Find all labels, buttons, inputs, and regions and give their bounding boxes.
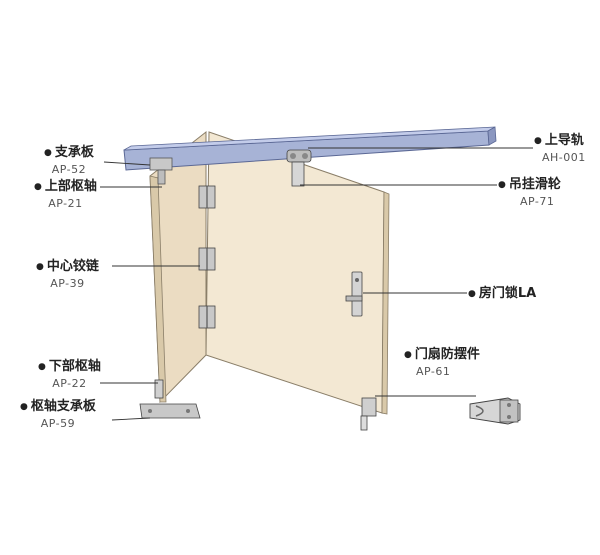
door-lock-part: [345, 271, 363, 317]
pulley-bracket: [291, 161, 305, 187]
label-pivot-support-plate: ●枢轴支承板 AP-59: [20, 399, 96, 430]
upper-rail-end: [487, 126, 497, 146]
lower-pivot-part: [154, 379, 164, 399]
label-anti-swing: ●门扇防摆件 AP-61: [404, 347, 480, 378]
label-door-lock: ●房门锁LA: [468, 286, 537, 301]
label-hanging-pulley: ●吊挂滑轮 AP-71: [498, 177, 561, 208]
center-hinge-top: [198, 185, 216, 209]
anti-swing-detail: [469, 397, 521, 425]
center-hinge-middle: [198, 247, 216, 271]
label-center-hinge: ●中心铰链 AP-39: [36, 259, 99, 290]
anti-swing-part: [361, 397, 377, 417]
support-plate-part: [149, 157, 173, 171]
leader-lines: [100, 147, 533, 421]
center-hinge-bottom: [198, 305, 216, 329]
right-panel-edge: [381, 191, 390, 415]
left-panel-edge: [149, 175, 167, 403]
label-upper-pivot: ●上部枢轴 AP-21: [34, 179, 97, 210]
label-upper-rail: ●上导轨 AH-001: [534, 133, 586, 164]
label-support-plate: ●支承板 AP-52: [44, 145, 94, 176]
upper-pivot-part: [157, 169, 166, 185]
label-lower-pivot: ●下部枢轴 AP-22: [38, 359, 101, 390]
pivot-support-plate-part: [139, 403, 201, 419]
